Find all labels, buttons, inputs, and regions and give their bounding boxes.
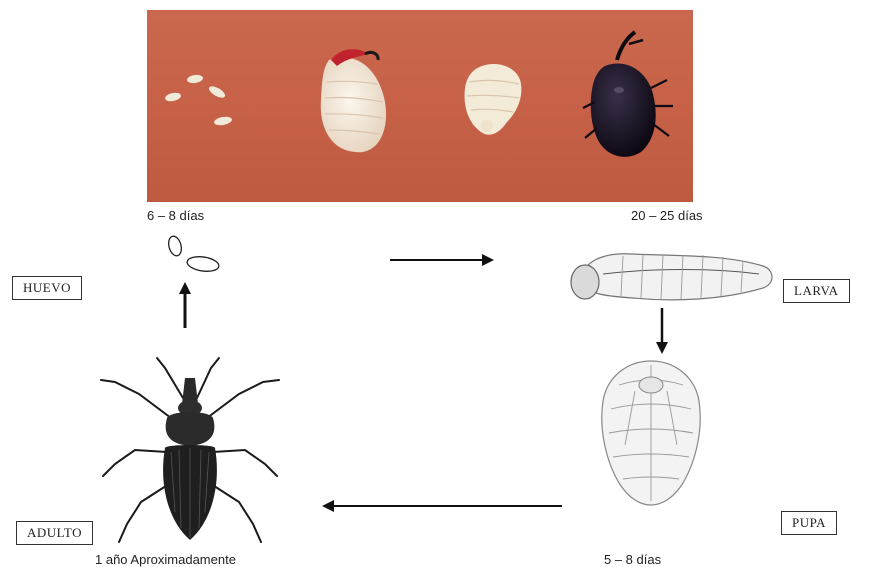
larva-icon <box>563 240 778 315</box>
egg-icon <box>163 232 223 277</box>
photo-stages-illustration <box>147 10 693 202</box>
pupa-icon <box>595 355 710 510</box>
huevo-label: HUEVO <box>12 276 82 300</box>
weevil-icon <box>95 352 290 547</box>
larva-duration: 20 – 25 días <box>631 208 703 223</box>
larva-label: LARVA <box>783 279 850 303</box>
photo-pupa <box>465 64 522 135</box>
adult-duration: 1 año Aproximadamente <box>95 552 236 567</box>
adulto-label: ADULTO <box>16 521 93 545</box>
photo-beetle <box>583 32 673 157</box>
photo-larva <box>321 49 386 152</box>
photo-eggs <box>164 74 232 127</box>
egg-duration: 6 – 8 días <box>147 208 204 223</box>
pupa-duration: 5 – 8 días <box>604 552 661 567</box>
arrow-egg-to-larva <box>388 252 496 268</box>
life-stage-photo <box>147 10 693 202</box>
arrow-larva-to-pupa <box>654 306 670 356</box>
pupa-label: PUPA <box>781 511 837 535</box>
arrow-pupa-to-adult <box>320 498 564 514</box>
arrow-adult-to-egg <box>177 280 193 330</box>
